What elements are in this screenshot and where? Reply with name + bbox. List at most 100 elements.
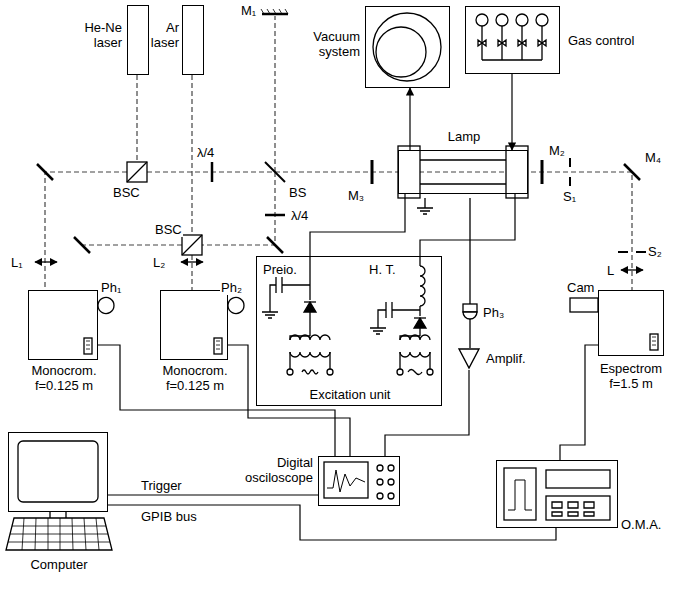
- connector-wire: [409, 88, 410, 150]
- section-label: Preio.: [262, 262, 298, 277]
- gas-valves: [476, 14, 548, 60]
- beam-splitter-cube: [127, 162, 147, 182]
- photodiode: [463, 304, 477, 312]
- slit: [569, 158, 571, 186]
- vacuum-pump-symbol: [376, 27, 426, 77]
- node-text: Lamp: [399, 129, 529, 144]
- node-text: Monocrom. f=0.125 m: [155, 363, 235, 393]
- detector-label: Ph₃: [482, 305, 505, 320]
- connector-wire: [108, 505, 556, 540]
- camera: [570, 298, 598, 312]
- component-label: λ/4: [290, 208, 309, 223]
- beam-splitter-cube: [127, 162, 147, 182]
- light-guide: [469, 198, 470, 304]
- spectrometer-box: Espectrom f=1.5 m: [598, 290, 664, 356]
- lamp-tube: Lamp: [398, 150, 528, 194]
- node-text: O.M.A.: [621, 517, 669, 532]
- ground-symbol: [417, 198, 433, 214]
- node-text: Excitation unit: [257, 387, 443, 402]
- vacuum-pump-symbol: [373, 13, 441, 81]
- photomultiplier: [228, 298, 244, 314]
- lens-label: L: [606, 263, 615, 278]
- gas-control-box: Gas control: [465, 6, 560, 74]
- beam-splitter-cube: [182, 235, 202, 255]
- mirror: [624, 164, 640, 180]
- connector-wire: [98, 345, 335, 456]
- mirror: [262, 13, 288, 16]
- grating-mark: [84, 338, 92, 354]
- grating-mark: [214, 338, 222, 354]
- node-text: Computer: [19, 557, 99, 572]
- oma-box: O.M.A.: [496, 460, 618, 528]
- mirror: [541, 160, 544, 184]
- quarter-wave-plate: [265, 214, 285, 217]
- node-text: Gas control: [568, 33, 658, 48]
- slit-label: S₂: [647, 244, 663, 259]
- component-label: BSC: [112, 185, 141, 200]
- mirror-label: M₃: [347, 188, 365, 203]
- component-label: BS: [288, 185, 307, 200]
- lens-label: L₂: [152, 255, 166, 270]
- node-text: He-Ne laser: [66, 20, 122, 50]
- node-text: Monocrom. f=0.125 m: [24, 363, 104, 393]
- detector-label: Ph₁: [100, 280, 122, 295]
- component-label: BSC: [154, 222, 183, 237]
- excitation-unit-box: Excitation unit: [256, 256, 442, 406]
- connector-wire: [560, 345, 598, 460]
- component-label: λ/4: [196, 145, 215, 160]
- laser-box: He-Ne laser: [127, 5, 149, 75]
- lens-label: L₁: [10, 255, 24, 270]
- mirror: [37, 164, 53, 180]
- connector-wire: [310, 194, 405, 256]
- lamp-flange: [506, 146, 528, 198]
- mirror: [267, 237, 283, 253]
- beam-splitter: [265, 162, 285, 182]
- oma-face: [504, 468, 610, 520]
- node-text: Vacuum system: [302, 29, 360, 59]
- signal-label: Trigger: [140, 478, 183, 493]
- photomultiplier: [98, 298, 114, 314]
- detector-label: Ph₂: [220, 280, 243, 295]
- laser-beam: [45, 16, 632, 290]
- mirror: [371, 160, 374, 184]
- photodiode: [463, 312, 477, 319]
- oscilloscope-face: [324, 462, 394, 499]
- mirror-hatch: [261, 9, 288, 14]
- mirror: [74, 237, 90, 253]
- connector-wire: [108, 494, 318, 495]
- grating-mark: [650, 334, 658, 350]
- node-text: Amplif.: [486, 351, 546, 366]
- signal-label: GPIB bus: [140, 509, 198, 524]
- amplifier-triangle: Amplif.: [458, 348, 480, 370]
- quarter-wave-plate: [211, 162, 214, 182]
- oscilloscope-box: Digital osciloscope: [318, 456, 400, 506]
- mirror-label: M₁: [240, 3, 257, 18]
- beam-splitter-cube: [182, 235, 202, 255]
- connector-wire: [511, 74, 512, 150]
- vacuum-box: Vacuum system: [365, 6, 450, 88]
- mirror-label: M₄: [644, 150, 662, 165]
- monochromator-box: Monocrom. f=0.125 m: [28, 290, 98, 360]
- lens: [181, 261, 203, 262]
- computer-illustration: [6, 441, 112, 550]
- node-text: Digital osciloscope: [239, 455, 313, 485]
- monochromator-box: Monocrom. f=0.125 m: [160, 290, 228, 360]
- section-label: H. T.: [368, 262, 397, 277]
- lamp-tube: [420, 160, 506, 184]
- lens: [621, 269, 643, 270]
- connector-wire: [385, 370, 469, 456]
- connector-wire: [420, 194, 515, 256]
- node-text: Ar laser: [145, 20, 179, 50]
- wire: [469, 319, 470, 348]
- laser-box: Ar laser: [182, 5, 204, 75]
- computer-monitor: Computer: [8, 432, 108, 512]
- lens: [35, 261, 57, 262]
- slit-label: S₁: [562, 189, 577, 204]
- node-text: Espectrom f=1.5 m: [593, 361, 669, 391]
- lamp-flange: [398, 146, 420, 198]
- mirror-label: M₂: [548, 143, 566, 158]
- excitation-circuit: [262, 256, 433, 375]
- amplifier-outline: [458, 348, 480, 370]
